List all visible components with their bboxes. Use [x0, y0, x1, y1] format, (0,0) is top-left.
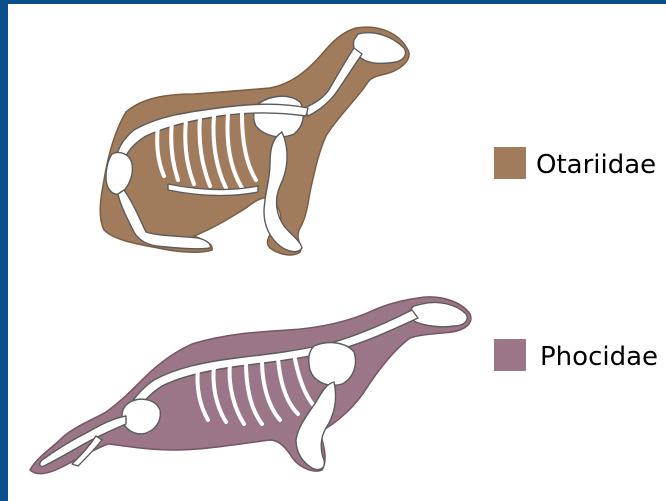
legend: Otariidae Phocidae	[494, 147, 658, 372]
legend-swatch-otariidae	[494, 147, 526, 179]
figure-panel: Otariidae Phocidae	[8, 4, 666, 501]
pinniped-skeleton-figure: Otariidae Phocidae	[8, 4, 666, 501]
legend-label-otariidae: Otariidae	[536, 150, 656, 180]
otariidae-illustration	[100, 27, 409, 255]
legend-item-phocidae: Phocidae	[494, 339, 658, 372]
otariidae-body-silhouette	[100, 27, 409, 255]
legend-label-phocidae: Phocidae	[540, 342, 658, 372]
phocidae-illustration	[30, 297, 471, 474]
phocidae-scapula	[309, 343, 356, 386]
otariidae-scapula	[254, 96, 304, 137]
legend-item-otariidae: Otariidae	[494, 147, 656, 180]
legend-swatch-phocidae	[494, 339, 526, 371]
